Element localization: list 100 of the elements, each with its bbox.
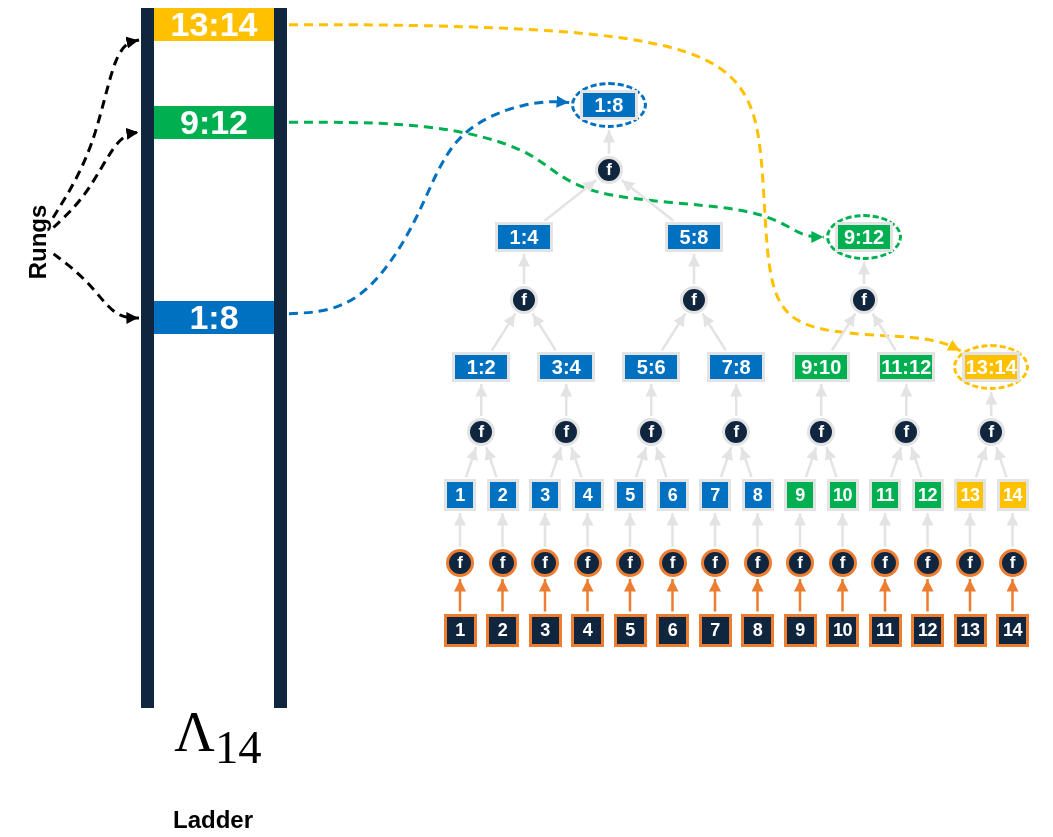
function-node: f [488, 549, 517, 577]
arrow [836, 579, 849, 612]
function-node: f [467, 418, 496, 446]
arrow [581, 579, 594, 612]
arrow [496, 513, 509, 547]
arrow [531, 312, 557, 351]
arrow [603, 130, 615, 154]
arrow [660, 312, 687, 351]
arrow [879, 513, 891, 547]
dashed-arrow [289, 23, 962, 353]
function-node: f [637, 418, 666, 446]
dashed-arrow [52, 252, 139, 324]
dashed-arrow [51, 36, 140, 219]
arrow [539, 513, 551, 547]
arrow [909, 446, 923, 478]
index-box: 3 [529, 479, 561, 511]
arrow [879, 579, 891, 612]
index-box: 2 [486, 613, 519, 647]
arrow [751, 513, 764, 547]
function-node: f [786, 549, 814, 577]
index-box: 8 [741, 479, 774, 511]
function-node: f [658, 549, 687, 577]
dashed-arrow [288, 95, 570, 316]
range-box: 1:8 [580, 90, 638, 120]
arrow [490, 312, 517, 351]
function-node: f [722, 418, 751, 446]
function-node: f [871, 549, 899, 577]
arrow [464, 446, 478, 478]
dashed-ellipse [953, 344, 1030, 390]
index-box: 4 [571, 479, 604, 511]
range-box: 1:2 [452, 352, 511, 382]
index-box: 10 [826, 613, 859, 647]
arrow [964, 513, 976, 547]
arrow [751, 579, 764, 612]
arrow [496, 579, 509, 612]
arrow [804, 446, 818, 478]
function-node: f [446, 549, 474, 577]
rotated-label: Rungs [24, 192, 52, 292]
arrow [454, 579, 466, 612]
arrow [475, 384, 488, 416]
index-box: 4 [571, 613, 604, 647]
arrow [824, 446, 838, 478]
arrow [985, 392, 998, 416]
index-box: 12 [911, 479, 944, 511]
index-box: 9 [783, 613, 817, 647]
index-box: 11 [868, 613, 902, 647]
index-box: 7 [698, 613, 732, 647]
index-box: 9 [784, 479, 816, 511]
dashed-ellipse [826, 214, 902, 260]
index-box: 11 [869, 479, 901, 511]
index-box: 6 [656, 613, 689, 647]
function-node: f [552, 418, 581, 446]
arrow [543, 178, 598, 222]
arrow [719, 446, 733, 478]
range-box: 5:6 [622, 352, 681, 382]
function-node: f [531, 549, 559, 577]
arrow [624, 513, 636, 547]
range-box: 3:4 [537, 352, 596, 382]
arrow [581, 513, 594, 547]
arrow [994, 446, 1008, 478]
arrow [830, 312, 857, 351]
range-box: 1:4 [495, 222, 553, 252]
arrow [484, 446, 498, 478]
function-node: f [998, 549, 1027, 577]
caption-label: Ladder [172, 806, 254, 834]
arrow [739, 446, 753, 478]
index-box: 13 [953, 613, 987, 647]
function-node: f [595, 156, 623, 184]
function-node: f [510, 286, 538, 314]
index-box: 13 [954, 479, 986, 511]
arrow [858, 262, 870, 284]
arrow [709, 513, 721, 547]
arrow [701, 312, 727, 351]
function-node: f [913, 549, 942, 577]
index-box: 12 [911, 613, 944, 647]
function-node: f [892, 418, 921, 446]
arrow [1006, 579, 1019, 612]
arrow [634, 446, 648, 478]
arrow [666, 579, 679, 612]
arrow [900, 384, 913, 416]
index-box: 6 [656, 479, 689, 511]
arrow [889, 446, 903, 478]
arrow [666, 513, 679, 547]
range-box: 7:8 [707, 352, 766, 382]
index-box: 14 [996, 613, 1029, 647]
dashed-arrow [52, 127, 140, 229]
arrow [645, 384, 658, 416]
function-node: f [807, 418, 836, 446]
arrow [454, 513, 466, 547]
index-box: 1 [444, 479, 476, 511]
arrow [794, 513, 806, 547]
arrow [871, 312, 897, 351]
dashed-ellipse [571, 82, 647, 128]
function-node: f [850, 286, 878, 314]
arrow [549, 446, 563, 478]
range-box: 5:8 [665, 222, 723, 252]
index-box: 3 [528, 613, 562, 647]
index-box: 2 [486, 479, 519, 511]
arrow [794, 579, 806, 612]
range-box: 9:10 [792, 352, 851, 382]
